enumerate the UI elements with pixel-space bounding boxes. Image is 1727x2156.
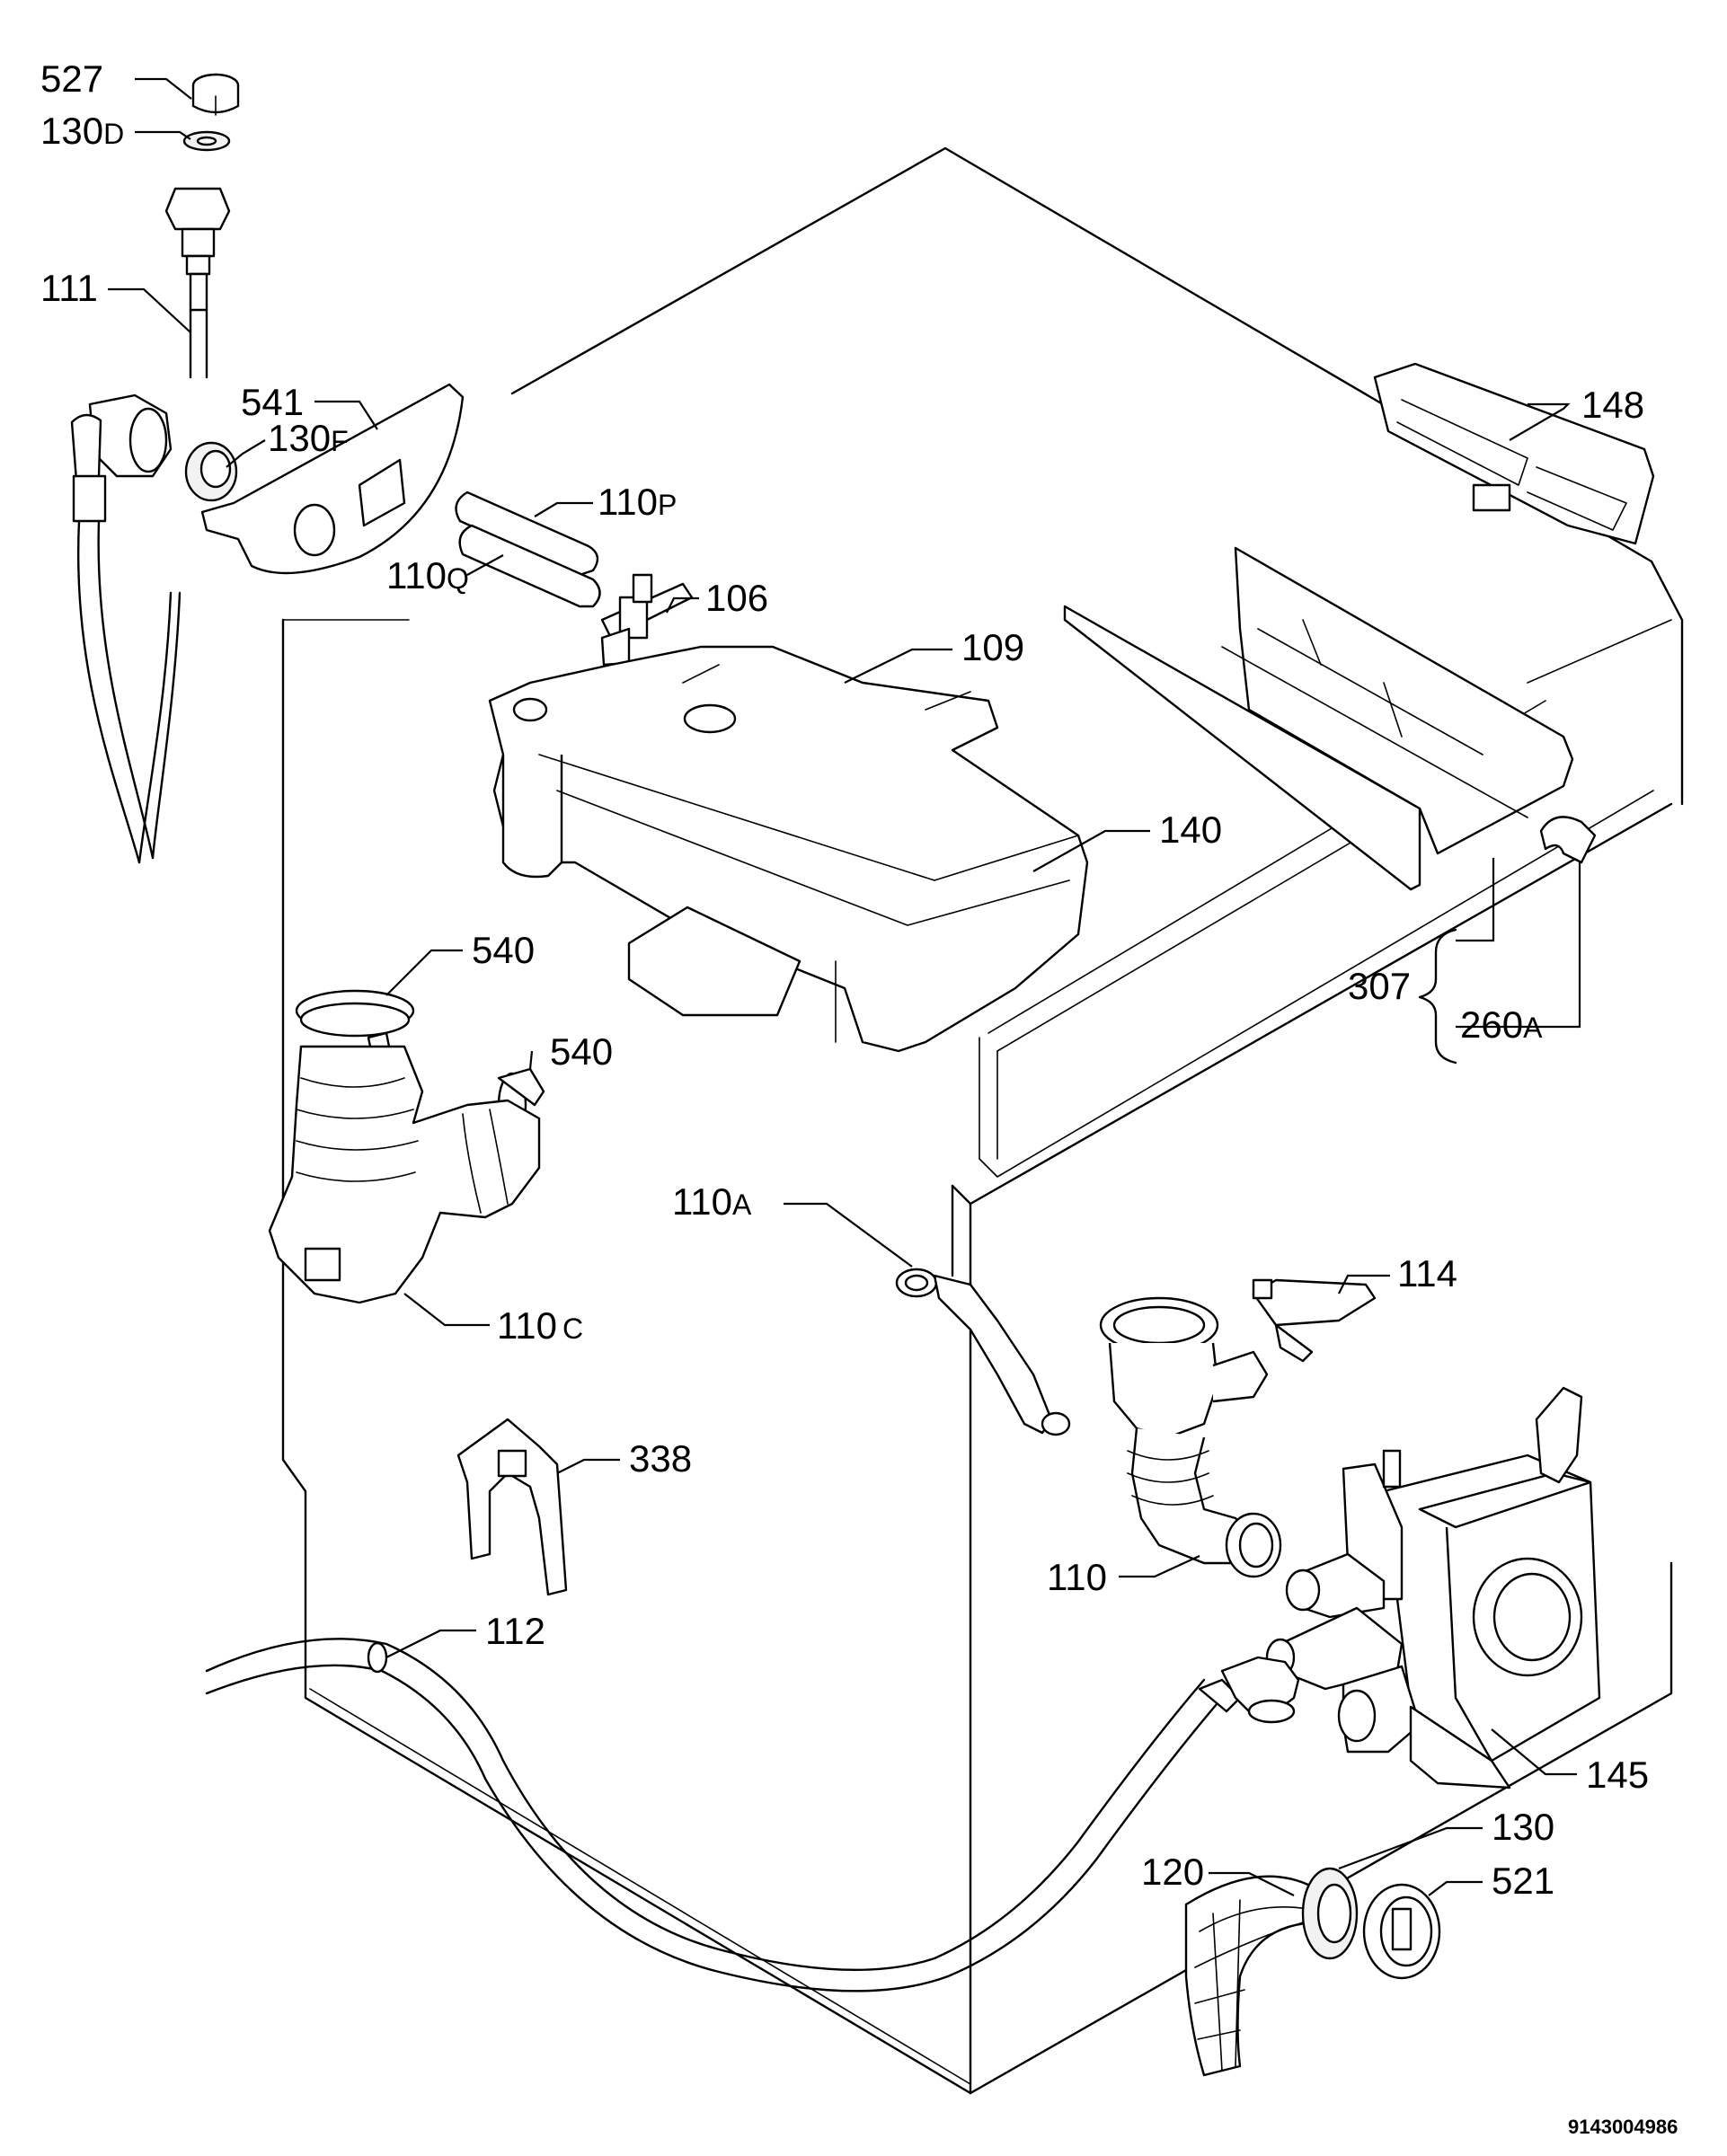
label-106: 106 bbox=[705, 577, 768, 619]
part-120-filter-mesh bbox=[1184, 1875, 1323, 2077]
part-130-seal bbox=[1301, 1867, 1359, 1960]
part-114-bracket bbox=[1252, 1278, 1377, 1363]
part-111-inlet-hose bbox=[70, 187, 231, 864]
label-110a: 110A bbox=[672, 1180, 752, 1223]
part-521-cap bbox=[1362, 1883, 1441, 1980]
label-145: 145 bbox=[1586, 1754, 1649, 1796]
label-130f: 130F bbox=[268, 417, 349, 459]
label-109: 109 bbox=[961, 626, 1024, 668]
part-541-bracket bbox=[200, 383, 465, 575]
label-114: 114 bbox=[1397, 1252, 1457, 1294]
label-148: 148 bbox=[1581, 384, 1644, 426]
label-540-top: 540 bbox=[472, 929, 535, 971]
label-130d: 130D bbox=[40, 110, 124, 152]
label-120: 120 bbox=[1141, 1851, 1204, 1893]
label-110: 110 bbox=[1047, 1556, 1107, 1598]
part-110a-small-hose bbox=[895, 1268, 1071, 1436]
part-130f-filter bbox=[184, 441, 238, 502]
part-130d-washer bbox=[182, 130, 231, 152]
part-527-nut bbox=[191, 73, 240, 116]
part-110c-hose bbox=[268, 1045, 541, 1304]
label-260a: 260A bbox=[1460, 1003, 1543, 1046]
label-338: 338 bbox=[629, 1437, 692, 1480]
label-541: 541 bbox=[241, 381, 304, 423]
leader-lines bbox=[108, 77, 1581, 1896]
brace-307 bbox=[1418, 928, 1457, 1065]
part-labels: 527 130D 111 541 130F 110P 110Q 106 109 … bbox=[40, 57, 1678, 2138]
label-140: 140 bbox=[1159, 808, 1222, 851]
label-540-side: 540 bbox=[550, 1030, 613, 1073]
label-110q: 110Q bbox=[386, 554, 469, 596]
label-111: 111 bbox=[40, 267, 98, 309]
part-109-140-dispenser-housing bbox=[488, 645, 1089, 1053]
cabinet-outline bbox=[281, 146, 1684, 2095]
part-307-detergent-drawer bbox=[1063, 546, 1574, 891]
document-id: 9143004986 bbox=[1568, 2116, 1678, 2138]
part-148-drawer-cover bbox=[1373, 362, 1655, 545]
part-338-clip bbox=[456, 1418, 568, 1596]
label-112: 112 bbox=[485, 1610, 545, 1652]
part-106-valve bbox=[600, 573, 694, 667]
part-110-bellows-hose bbox=[1099, 1296, 1282, 1578]
part-260a-clip bbox=[1539, 816, 1597, 864]
label-130: 130 bbox=[1492, 1806, 1554, 1848]
part-112-drain-hose bbox=[205, 1638, 1300, 1993]
label-527: 527 bbox=[40, 57, 103, 100]
label-521: 521 bbox=[1492, 1860, 1554, 1902]
label-110p: 110P bbox=[598, 481, 677, 523]
part-110p-110q-hoses bbox=[455, 490, 601, 608]
part-145-pump bbox=[1265, 1386, 1601, 1789]
label-307: 307 bbox=[1348, 965, 1411, 1007]
